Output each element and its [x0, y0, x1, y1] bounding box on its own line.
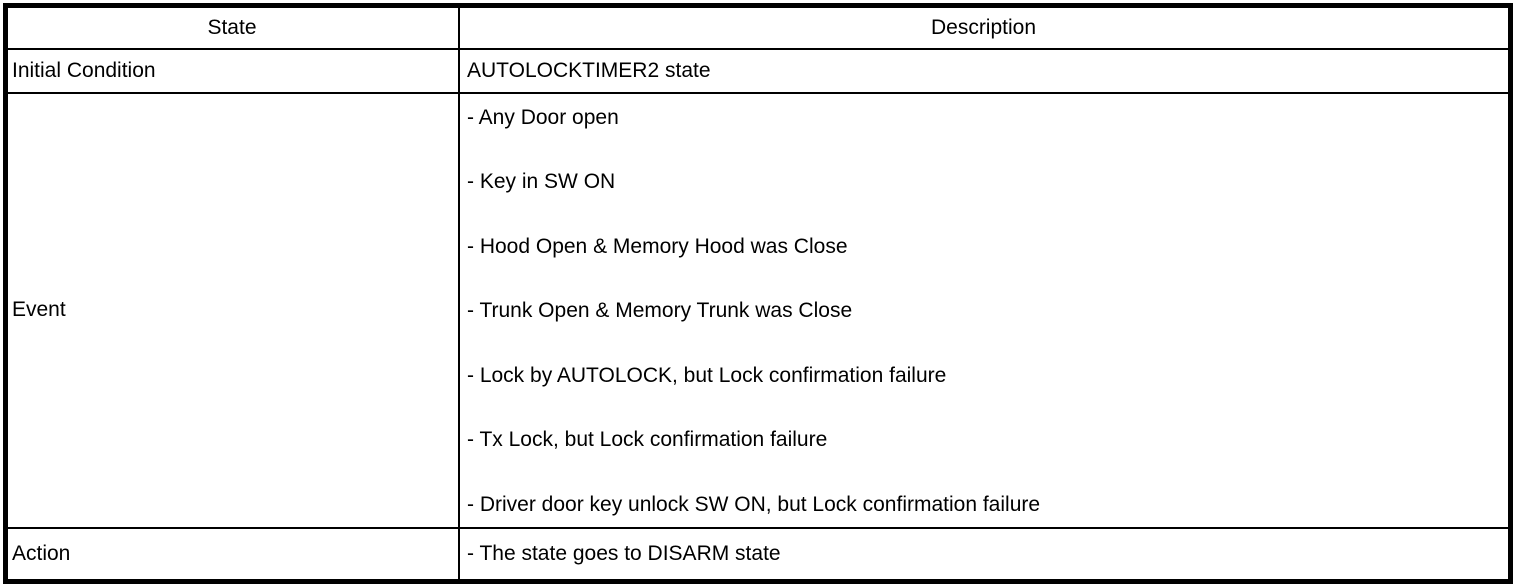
event-item-trunk-open: - Trunk Open & Memory Trunk was Close — [467, 299, 853, 323]
state-description-table: State Description Initial Condition AUTO… — [3, 3, 1513, 584]
action-description: - The state goes to DISARM state — [467, 541, 781, 565]
row-label-action: Action — [8, 529, 460, 579]
event-item-tx-lock: - Tx Lock, but Lock confirmation failure — [467, 428, 828, 452]
event-item-lock-by-autolock: - Lock by AUTOLOCK, but Lock confirmatio… — [467, 363, 947, 387]
event-item-key-in-sw-on: - Key in SW ON — [467, 170, 616, 194]
row-label-initial-condition: Initial Condition — [8, 50, 460, 92]
column-header-description: Description — [930, 15, 1037, 39]
table-row-initial-condition: Initial Condition AUTOLOCKTIMER2 state — [8, 48, 1508, 92]
table-row-event: Event - Any Door open - Key in SW ON - H… — [8, 92, 1508, 527]
column-header-state: State — [8, 8, 460, 48]
event-description-list: - Any Door open - Key in SW ON - Hood Op… — [460, 94, 1508, 527]
event-item-any-door-open: - Any Door open — [467, 106, 619, 129]
initial-condition-description: AUTOLOCKTIMER2 state — [467, 58, 711, 82]
event-item-hood-open: - Hood Open & Memory Hood was Close — [467, 234, 848, 258]
event-item-driver-door-key-unlock: - Driver door key unlock SW ON, but Lock… — [467, 492, 1041, 516]
table-header-row: State Description — [8, 8, 1508, 48]
row-label-event: Event — [8, 94, 460, 527]
table-row-action: Action - The state goes to DISARM state — [8, 527, 1508, 579]
